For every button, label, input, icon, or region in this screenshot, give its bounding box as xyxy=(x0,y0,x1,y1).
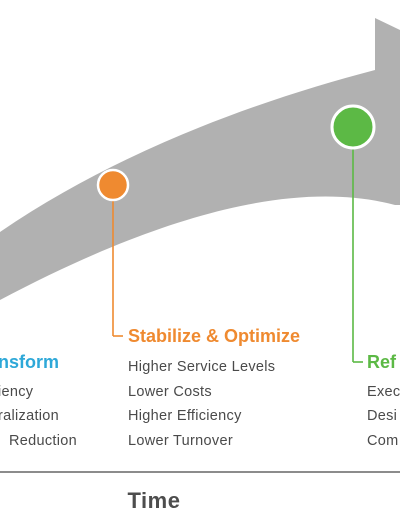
stabilize-item-3: Higher Efficiency xyxy=(128,408,242,424)
time-axis-label: Time xyxy=(128,488,181,513)
stabilize-item-2: Lower Costs xyxy=(128,384,212,400)
progress-arrow xyxy=(0,18,400,300)
stabilize-item-4: Lower Turnover xyxy=(128,433,233,449)
refine-item-1: Exec xyxy=(367,384,400,400)
transform-phase-title: nsform xyxy=(0,352,59,372)
transform-item-3: Reduction xyxy=(9,433,77,449)
refine-item-3: Com xyxy=(367,433,399,449)
transform-item-2: ralization xyxy=(0,408,59,424)
stabilize-milestone-dot xyxy=(96,168,130,202)
refine-item-2: Desi xyxy=(367,408,397,424)
transform-item-1: iency xyxy=(0,384,34,400)
refine-phase-title: Ref xyxy=(367,352,397,372)
stabilize-item-1: Higher Service Levels xyxy=(128,359,275,375)
stabilize-phase-title: Stabilize & Optimize xyxy=(128,326,300,346)
refine-milestone-dot xyxy=(330,104,376,150)
